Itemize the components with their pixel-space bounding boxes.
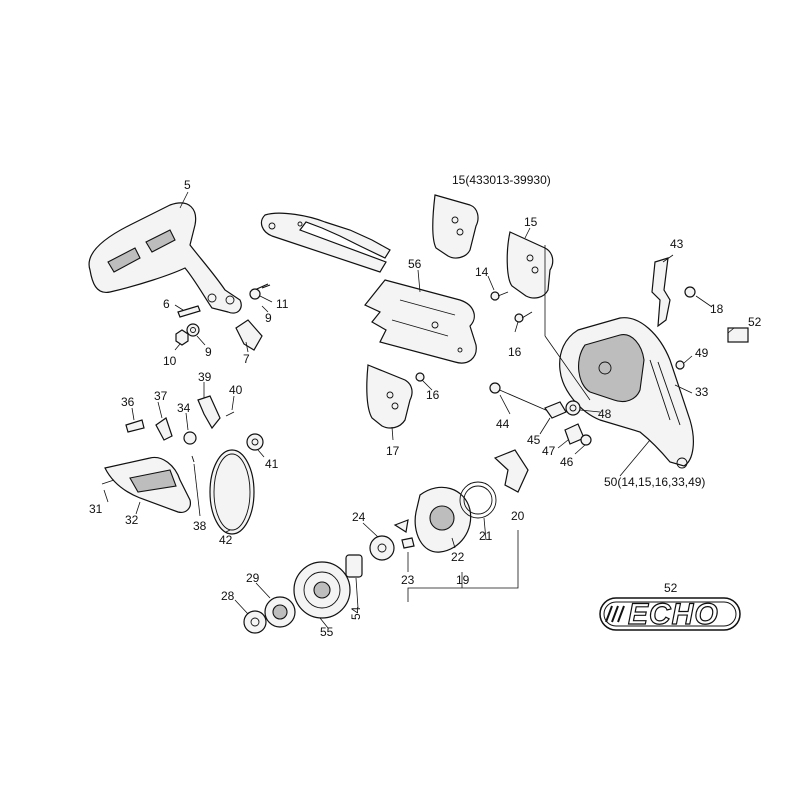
callout-31: 31 bbox=[89, 502, 103, 516]
callout-39: 39 bbox=[198, 370, 212, 384]
callout-16: 16 bbox=[508, 345, 522, 359]
brake-parts bbox=[101, 395, 264, 535]
callout-14: 14 bbox=[475, 265, 489, 279]
callout-54: 54 bbox=[349, 606, 363, 620]
callout-7: 7 bbox=[243, 352, 250, 366]
callout-52-logo: 52 bbox=[664, 581, 678, 595]
callout-28: 28 bbox=[221, 589, 235, 603]
callout-46: 46 bbox=[560, 455, 574, 469]
callout-23: 23 bbox=[401, 573, 415, 587]
sprocket-drum bbox=[243, 554, 363, 634]
callout-11: 11 bbox=[276, 297, 289, 311]
callout-38: 38 bbox=[193, 519, 207, 533]
callout-52-tag: 52 bbox=[748, 315, 762, 329]
callout-18: 18 bbox=[710, 302, 724, 316]
callout-42: 42 bbox=[219, 533, 233, 547]
callout-47: 47 bbox=[542, 444, 556, 458]
callout-43: 43 bbox=[670, 237, 684, 251]
guide-bar bbox=[260, 212, 391, 273]
callout-15-partno: 15(433013-39930) bbox=[452, 173, 551, 187]
callout-45: 45 bbox=[527, 433, 541, 447]
callout-41: 41 bbox=[265, 457, 279, 471]
callout-48: 48 bbox=[598, 407, 612, 421]
hand-guard bbox=[88, 202, 242, 314]
small-hardware-upper-left bbox=[175, 283, 271, 351]
callout-21: 21 bbox=[479, 529, 493, 543]
sprocket-cover bbox=[559, 317, 694, 469]
bracket-43 bbox=[651, 257, 696, 328]
callout-10: 10 bbox=[163, 354, 177, 368]
callout-44: 44 bbox=[496, 417, 510, 431]
side-plates bbox=[432, 194, 554, 299]
callout-19: 19 bbox=[456, 573, 470, 587]
callout-50: 50(14,15,16,33,49) bbox=[604, 475, 705, 489]
callout-29: 29 bbox=[246, 571, 260, 585]
logo-speed-lines bbox=[605, 605, 625, 623]
callout-34: 34 bbox=[177, 401, 191, 415]
callout-40: 40 bbox=[229, 383, 243, 397]
callout-labels: 5 6 7 9 9 10 11 56 15(433013-39930) 15 1… bbox=[89, 173, 762, 639]
callout-56: 56 bbox=[408, 257, 422, 271]
label-tag bbox=[727, 327, 749, 343]
screws-14-16 bbox=[490, 291, 533, 323]
callout-20: 20 bbox=[511, 509, 525, 523]
callout-49: 49 bbox=[695, 346, 709, 360]
callout-32: 32 bbox=[125, 513, 139, 527]
callout-37: 37 bbox=[154, 389, 168, 403]
callout-33: 33 bbox=[695, 385, 709, 399]
callout-5: 5 bbox=[184, 178, 191, 192]
callout-17: 17 bbox=[386, 444, 400, 458]
clutch-assembly bbox=[369, 449, 529, 561]
callout-15: 15 bbox=[524, 215, 538, 229]
callout-9: 9 bbox=[265, 311, 272, 325]
lead-lines bbox=[103, 191, 735, 629]
callout-22: 22 bbox=[451, 550, 465, 564]
callout-36: 36 bbox=[121, 395, 135, 409]
logo-text: ECHO bbox=[628, 598, 719, 631]
chain-bar bbox=[364, 279, 477, 364]
callout-9: 9 bbox=[205, 345, 212, 359]
callout-24: 24 bbox=[352, 510, 366, 524]
chain-adjuster bbox=[489, 360, 685, 446]
echo-logo-decal: ECHO bbox=[599, 597, 741, 632]
callout-16: 16 bbox=[426, 388, 440, 402]
callout-55: 55 bbox=[320, 625, 334, 639]
callout-6: 6 bbox=[163, 297, 170, 311]
plate-17 bbox=[366, 364, 425, 429]
